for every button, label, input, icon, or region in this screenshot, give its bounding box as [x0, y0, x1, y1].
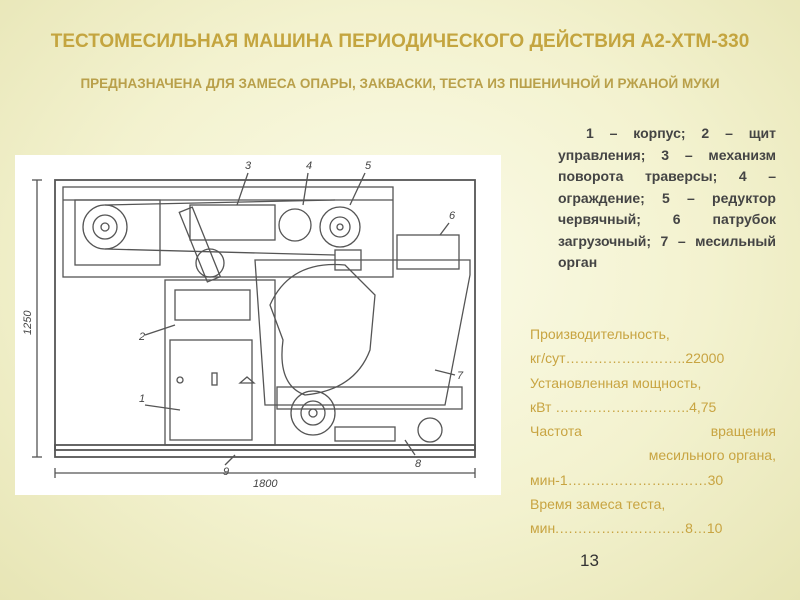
spec-frequency-value: мин-1…………………………30 — [530, 471, 724, 488]
gearbox-pulley-shape — [319, 206, 361, 248]
spec-frequency-word-1: Частота — [530, 423, 582, 440]
dimension-width-label: 1800 — [253, 478, 278, 490]
parts-legend: 1 – корпус; 2 – щит управления; 3 – меха… — [558, 125, 776, 270]
callout-9: 9 — [223, 466, 229, 478]
machine-drawing-svg: 1 2 3 4 5 6 7 8 9 1250 1800 — [22, 160, 476, 490]
top-housing-shape — [62, 186, 394, 278]
callout-5: 5 — [365, 160, 372, 172]
motor-pulley-shape — [82, 204, 128, 250]
spec-time-value: мин.………………………8…10 — [530, 520, 723, 537]
control-panel-shape — [174, 289, 251, 321]
kneading-bowl-shape — [254, 259, 471, 406]
dimension-height-label: 1250 — [22, 310, 34, 335]
kneading-arm-shape — [269, 263, 376, 396]
page-number: 13 — [580, 551, 599, 570]
base-plate-shape — [54, 444, 476, 458]
callout-7: 7 — [457, 370, 464, 382]
callout-1: 1 — [139, 393, 145, 405]
lower-wheel-shape — [290, 390, 336, 436]
traverse-mechanism-shape — [189, 204, 276, 241]
spec-frequency-word-2: вращения — [710, 423, 776, 440]
callout-8: 8 — [415, 458, 422, 470]
outer-frame-shape — [54, 179, 476, 451]
spec-productivity-value: кг/сут……………………..22000 — [530, 350, 725, 367]
spec-time-label: Время замеса теста, — [530, 496, 666, 513]
callout-3: 3 — [245, 160, 252, 172]
loading-chute-shape — [396, 234, 460, 270]
callout-6: 6 — [449, 210, 456, 222]
slide-subtitle: ПРЕДНАЗНАЧЕНА ДЛЯ ЗАМЕСА ОПАРЫ, ЗАКВАСКИ… — [80, 76, 720, 91]
spec-frequency-label: Частота вращения — [530, 419, 776, 443]
callout-2: 2 — [138, 331, 145, 343]
machine-drawing: 1 2 3 4 5 6 7 8 9 1250 1800 — [15, 155, 501, 495]
callout-4: 4 — [306, 160, 312, 172]
spec-frequency-label-2: месильного органа, — [648, 447, 776, 464]
spec-power-label: Установленная мощность, — [530, 374, 702, 391]
slide-title: ТЕСТОМЕСИЛЬНАЯ МАШИНА ПЕРИОДИЧЕСКОГО ДЕЙ… — [50, 31, 750, 52]
spec-list: Производительность, кг/сут……………………..2200… — [530, 322, 776, 541]
spec-power-value: кВт ………………………..4,75 — [530, 398, 717, 415]
spec-productivity-label: Производительность, — [530, 326, 670, 342]
